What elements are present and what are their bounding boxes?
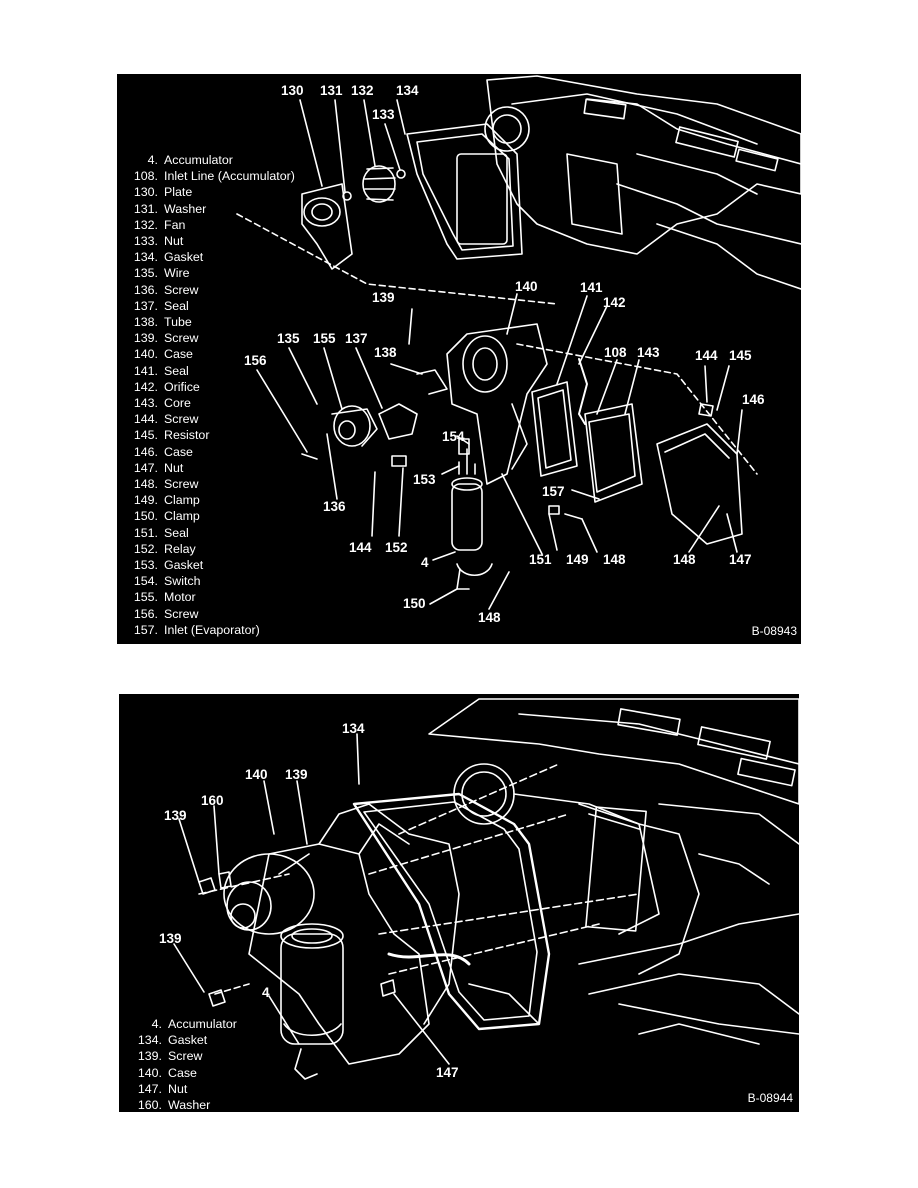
callout-label: 153 <box>413 472 436 487</box>
legend-item: 140.Case <box>133 347 193 362</box>
legend-item: 137.Seal <box>133 298 189 313</box>
legend-item: 108.Inlet Line (Accumulator) <box>133 169 295 184</box>
exploded-view-artwork <box>236 75 801 610</box>
legend-item: 135.Wire <box>133 266 190 281</box>
legend-item: 134.Gasket <box>133 250 204 265</box>
parts-legend: 4.Accumulator 108.Inlet Line (Accumulato… <box>117 152 295 638</box>
callout-label: 140 <box>245 767 268 782</box>
callout-label: 144 <box>349 540 372 555</box>
legend-item: 154.Switch <box>133 574 201 589</box>
legend-item: 141.Seal <box>133 363 189 378</box>
callout-label: 151 <box>529 552 552 567</box>
parts-legend: 4.Accumulator 134.Gasket 139.Screw 140.C… <box>119 1016 237 1112</box>
legend-item: 139.Screw <box>137 1049 203 1064</box>
callout-label: 154 <box>442 429 465 444</box>
callout-label: 133 <box>372 107 395 122</box>
callout-label: 157 <box>542 484 565 499</box>
callout-label: 146 <box>742 392 765 407</box>
callout-label: 142 <box>603 295 626 310</box>
legend-item: 147.Nut <box>133 460 184 475</box>
callout-label: 148 <box>673 552 696 567</box>
installed-view-artwork <box>173 698 799 1080</box>
legend-item: 144.Screw <box>133 412 199 427</box>
legend-item: 156.Screw <box>133 606 199 621</box>
legend-item: 142.Orifice <box>133 379 200 394</box>
legend-item: 152.Relay <box>133 541 196 556</box>
callout-label: 137 <box>345 331 368 346</box>
legend-item: 140.Case <box>137 1065 197 1080</box>
legend-item: 133.Nut <box>133 234 184 249</box>
callout-label: 150 <box>403 596 426 611</box>
legend-item: 151.Seal <box>133 525 189 540</box>
callout-label: 155 <box>313 331 336 346</box>
callout-label: 4 <box>421 555 429 570</box>
callout-label: 141 <box>580 280 603 295</box>
callout-label: 138 <box>374 345 397 360</box>
legend-item: 139.Screw <box>133 331 199 346</box>
legend-item: 149.Clamp <box>133 493 200 508</box>
callout-label: 140 <box>515 279 538 294</box>
legend-item: 145.Resistor <box>133 428 210 443</box>
callout-label: 143 <box>637 345 660 360</box>
callout-label: 149 <box>566 552 589 567</box>
legend-item: 153.Gasket <box>133 558 204 573</box>
legend-item: 4.Accumulator <box>147 153 233 167</box>
callout-label: 148 <box>478 610 501 625</box>
callout-label: 147 <box>436 1065 459 1080</box>
legend-item: 134.Gasket <box>137 1033 208 1048</box>
callout-label: 139 <box>164 808 187 823</box>
legend-item: 143.Core <box>133 396 191 411</box>
legend-item: 160.Washer <box>137 1098 211 1112</box>
legend-item: 148.Screw <box>133 477 199 492</box>
callout-label: 132 <box>351 83 374 98</box>
callout-label: 4 <box>262 985 270 1000</box>
legend-item: 4.Accumulator <box>151 1017 237 1031</box>
legend-item: 155.Motor <box>133 590 196 605</box>
exploded-diagram-top: 4.Accumulator 108.Inlet Line (Accumulato… <box>117 74 801 644</box>
legend-item: 157.Inlet (Evaporator) <box>133 622 260 637</box>
callout-label: 144 <box>695 348 718 363</box>
callout-label: 152 <box>385 540 408 555</box>
legend-item: 132.Fan <box>133 217 186 232</box>
callout-label: 130 <box>281 83 304 98</box>
legend-item: 150.Clamp <box>133 509 200 524</box>
callout-label: 148 <box>603 552 626 567</box>
callout-label: 145 <box>729 348 752 363</box>
legend-item: 131.Washer <box>133 201 207 216</box>
figure-id: B-08943 <box>751 624 797 638</box>
installed-view-diagram: 4.Accumulator 134.Gasket 139.Screw 140.C… <box>119 694 799 1112</box>
legend-item: 147.Nut <box>137 1081 188 1096</box>
callout-label: 139 <box>372 290 395 305</box>
legend-item: 138.Tube <box>133 315 192 330</box>
callout-label: 108 <box>604 345 627 360</box>
callout-label: 134 <box>342 721 365 736</box>
callout-label: 139 <box>285 767 308 782</box>
callout-label: 139 <box>159 931 182 946</box>
figure-id: B-08944 <box>747 1091 793 1105</box>
legend-item: 146.Case <box>133 444 193 459</box>
callout-label: 134 <box>396 83 419 98</box>
legend-item: 130.Plate <box>133 185 193 200</box>
callout-label: 156 <box>244 353 267 368</box>
callout-label: 160 <box>201 793 224 808</box>
callout-label: 136 <box>323 499 346 514</box>
legend-item: 136.Screw <box>133 282 199 297</box>
callout-label: 135 <box>277 331 300 346</box>
callout-label: 147 <box>729 552 752 567</box>
callout-label: 131 <box>320 83 343 98</box>
